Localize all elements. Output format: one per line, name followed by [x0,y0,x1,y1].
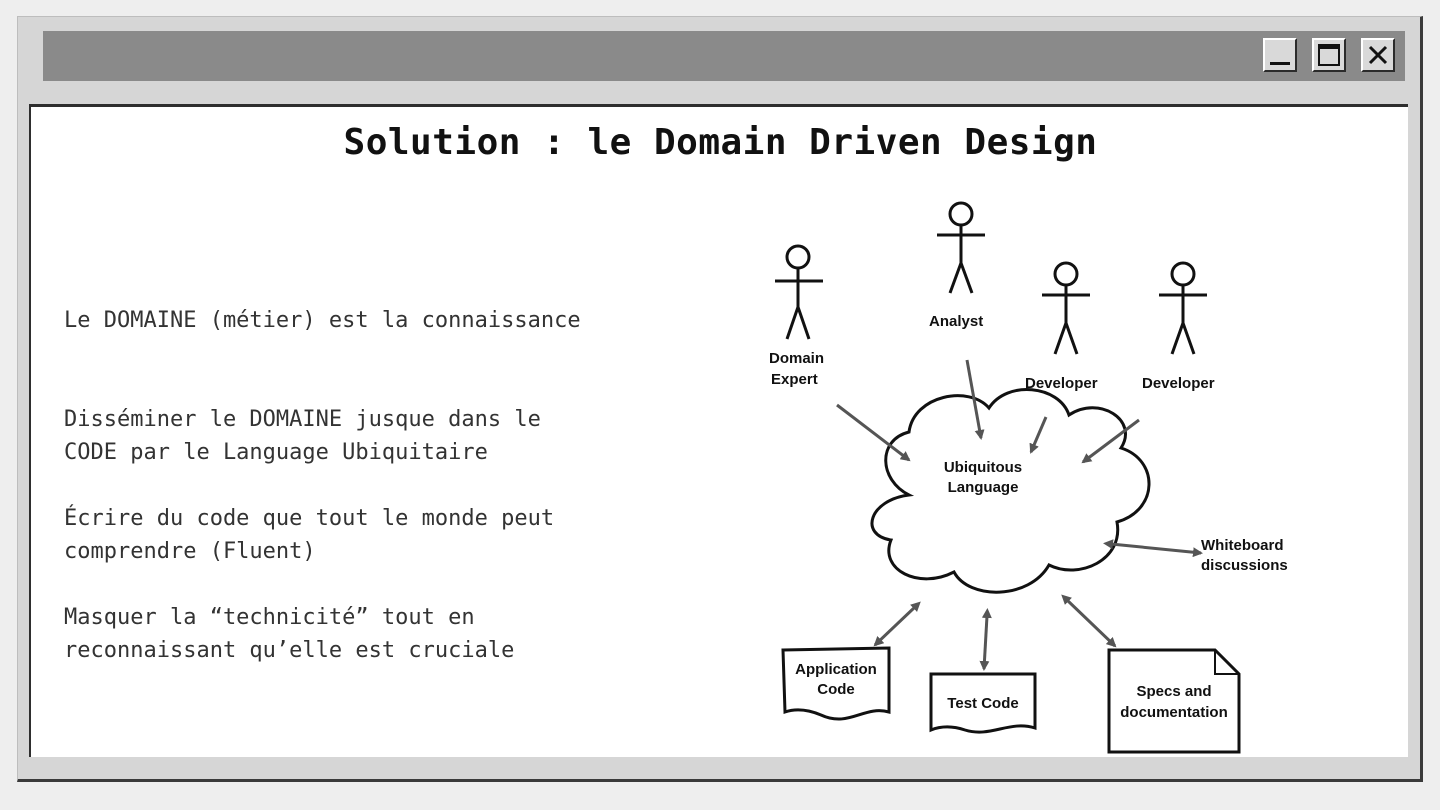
specs-document [1107,648,1241,754]
arrows [836,359,1203,671]
paragraph-4: Masquer la “technicité” tout en reconnai… [64,601,684,667]
whiteboard-label-2: discussions [1201,557,1288,574]
app-window: Solution : le Domain Driven Design Le DO… [17,16,1423,782]
analyst-figure-icon [937,201,985,294]
paragraph-line: reconnaissant qu’elle est cruciale [64,638,515,663]
paragraph-line: CODE par le Language Ubiquitaire [64,440,488,465]
close-icon [1368,45,1388,65]
close-button[interactable] [1361,38,1395,72]
paragraph-line: Le DOMAINE (métier) est la connaissance [64,308,581,333]
slide-title: Solution : le Domain Driven Design [343,122,1098,163]
paragraph-line: comprendre (Fluent) [64,539,316,564]
analyst-label: Analyst [929,313,983,330]
center-label-2: Language [948,479,1019,496]
paragraph-3: Écrire du code que tout le monde peut co… [64,502,684,568]
test-code-document [929,672,1037,734]
developer-label-1: Developer [1025,375,1098,392]
center-label-1: Ubiquitous [944,459,1022,476]
paragraph-1: Le DOMAINE (métier) est la connaissance [64,304,684,337]
domain-expert-label-1: Domain [769,350,824,367]
maximize-icon [1318,44,1340,66]
paragraph-line: Écrire du code que tout le monde peut [64,506,555,531]
paragraph-line: Masquer la “technicité” tout en [64,605,475,630]
specs-fold [1214,650,1239,675]
test-code-label: Test Code [947,695,1018,712]
whiteboard-label-1: Whiteboard [1201,537,1284,554]
developer-figure-icon [1159,261,1207,355]
ubiquitous-language-cloud [870,388,1151,594]
specs-label-1: Specs and [1136,683,1211,700]
domain-expert-label-2: Expert [771,371,818,388]
paragraph-line: Disséminer le DOMAINE jusque dans le [64,407,541,432]
domain-expert-figure-icon [775,244,823,340]
ddd-diagram: Domain Expert Analyst Developer [769,201,1288,754]
application-code-document [781,646,891,721]
minimize-icon [1270,62,1290,65]
specs-label-2: documentation [1120,704,1228,721]
title-bar[interactable] [43,31,1405,81]
slide-content: Solution : le Domain Driven Design Le DO… [29,104,1408,757]
maximize-button[interactable] [1312,38,1346,72]
minimize-button[interactable] [1263,38,1297,72]
developer-label-2: Developer [1142,375,1215,392]
developer-figure-icon [1042,261,1090,355]
application-code-label-2: Code [817,681,855,698]
application-code-label-1: Application [795,661,877,678]
paragraph-2: Disséminer le DOMAINE jusque dans le COD… [64,403,684,469]
